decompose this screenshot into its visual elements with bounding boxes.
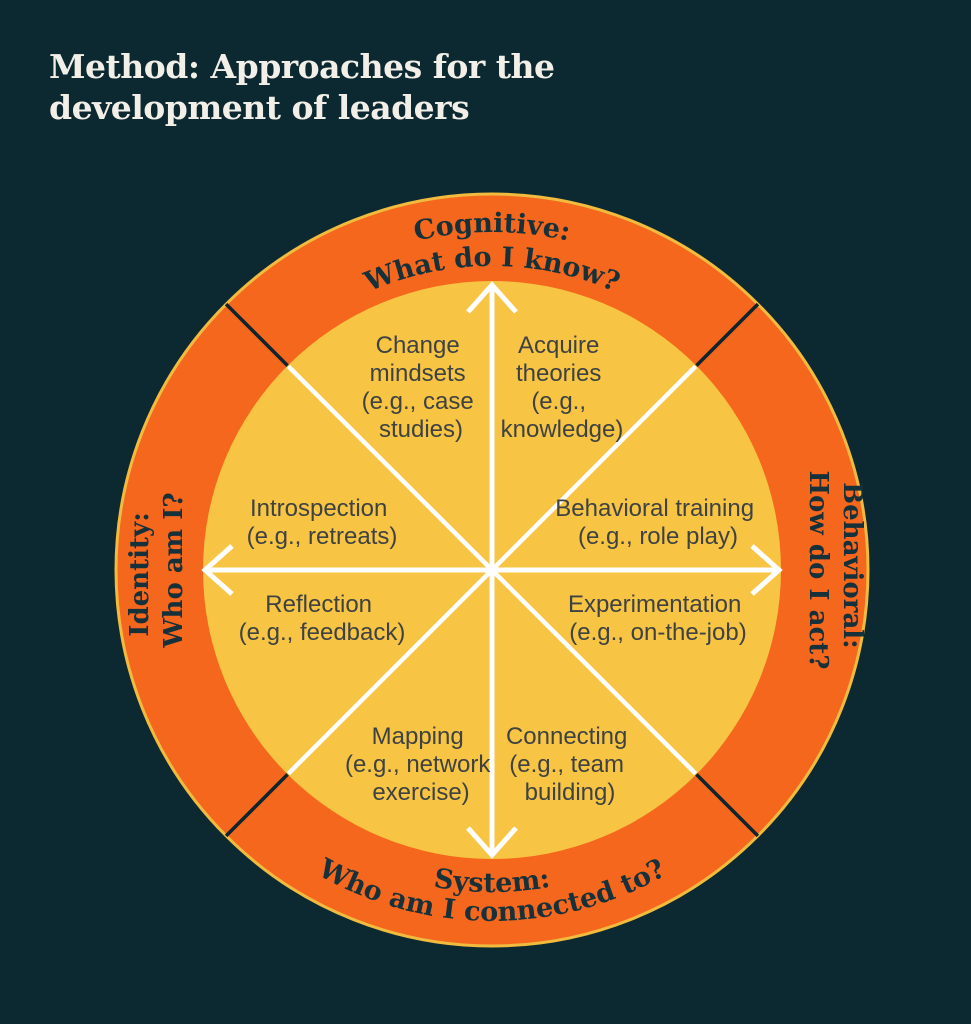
sector-connecting-line3: building) — [525, 779, 616, 806]
sector-acquire-theories-line2: theories — [516, 360, 601, 387]
sector-acquire-theories-line1: Acquire — [518, 332, 599, 359]
sector-reflection: Reflection (e.g., feedback) — [239, 591, 406, 646]
ring-divider-top-right — [695, 302, 760, 367]
page-title-line1: Method: Approaches for the — [49, 47, 555, 86]
sector-diagonal-dividers — [286, 364, 698, 776]
sector-behavioral-training: Behavioral training (e.g., role play) — [555, 495, 760, 550]
sector-experimentation: Experimentation (e.g., on-the-job) — [568, 591, 748, 646]
sector-connecting-line1: Connecting — [506, 723, 627, 750]
sector-change-mindsets-line3: (e.g., case — [362, 388, 474, 415]
sector-connecting: Connecting (e.g., team building) — [506, 723, 634, 806]
quadrant-label-behavioral: Behavioral: How do I act? — [803, 470, 867, 669]
quadrant-label-identity-text: Identity: Who am I? — [125, 492, 189, 648]
diagonal-bottom-right — [490, 568, 698, 776]
sector-reflection-line2: (e.g., feedback) — [239, 619, 406, 646]
ring-divider-bottom-right — [695, 773, 760, 838]
sector-acquire-theories-line3: (e.g., — [531, 388, 586, 415]
sector-introspection-line1: Introspection — [250, 495, 387, 522]
sector-behavioral-training-line1: Behavioral training — [555, 495, 754, 522]
quadrant-label-behavioral-line2: How do I act? — [803, 470, 833, 669]
quadrant-label-identity-line2: Who am I? — [159, 492, 189, 648]
quadrant-label-behavioral-line1: Behavioral: — [837, 482, 867, 649]
sector-change-mindsets-line2: mindsets — [370, 360, 466, 387]
sector-mapping: Mapping (e.g., network exercise) — [345, 723, 497, 806]
sector-mapping-line1: Mapping — [372, 723, 464, 750]
arrowhead-up-icon — [466, 281, 518, 314]
sector-experimentation-line1: Experimentation — [568, 591, 741, 618]
sector-introspection: Introspection (e.g., retreats) — [247, 495, 398, 550]
sector-behavioral-training-line2: (e.g., role play) — [578, 523, 738, 550]
sector-experimentation-line2: (e.g., on-the-job) — [569, 619, 746, 646]
quadrant-label-system: System: — [432, 863, 552, 899]
ring-divider-top-left — [224, 302, 289, 367]
page-title: Method: Approaches for the development o… — [49, 46, 555, 129]
quadrant-label-identity-line1: Identity: — [125, 512, 155, 636]
sector-change-mindsets: Change mindsets (e.g., case studies) — [362, 332, 481, 443]
sector-change-mindsets-line1: Change — [376, 332, 460, 359]
sector-acquire-theories: Acquire theories (e.g., knowledge) — [501, 332, 624, 443]
ring-divider-bottom-left — [224, 773, 289, 838]
quadrant-label-behavioral-text: Behavioral: How do I act? — [803, 470, 867, 669]
arrowhead-down-icon — [466, 826, 518, 859]
arrowhead-right-icon — [750, 544, 783, 596]
ring-quadrant-dividers — [224, 302, 760, 838]
diagonal-top-left — [286, 364, 494, 572]
sector-mapping-line2: (e.g., network — [345, 751, 491, 778]
diagonal-bottom-left — [286, 568, 494, 776]
quadrant-label-system-line1: System: — [432, 863, 552, 899]
sector-introspection-line2: (e.g., retreats) — [247, 523, 398, 550]
page-title-line2: development of leaders — [49, 88, 470, 128]
sector-change-mindsets-line4: studies) — [379, 416, 463, 443]
axis-arrows — [201, 281, 783, 859]
sector-reflection-line1: Reflection — [265, 591, 372, 618]
quadrant-label-identity: Identity: Who am I? — [125, 492, 189, 648]
sector-connecting-line2: (e.g., team — [509, 751, 624, 778]
sector-mapping-line3: exercise) — [372, 779, 469, 806]
arrowhead-left-icon — [201, 544, 234, 596]
sector-acquire-theories-line4: knowledge) — [501, 416, 624, 443]
diagonal-top-right — [490, 364, 698, 572]
